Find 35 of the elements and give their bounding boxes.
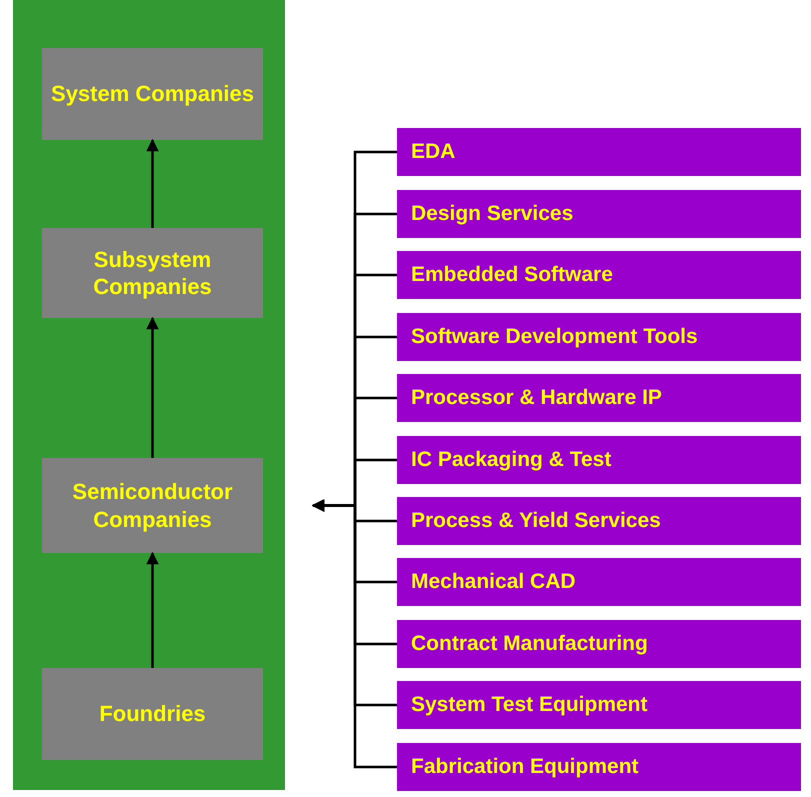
supplier-label: System Test Equipment: [411, 692, 648, 718]
supplier-box: [397, 558, 801, 606]
supplier-label: Process & Yield Services: [411, 508, 661, 534]
supplier-box: [397, 681, 801, 729]
supplier-label: Design Services: [411, 200, 574, 227]
company-label: System Companies: [51, 80, 254, 108]
supplier-box: [397, 190, 801, 238]
supplier-box: [397, 620, 801, 668]
supplier-box: [397, 743, 801, 791]
arrow: [312, 499, 397, 768]
supplier-box: [397, 313, 801, 361]
supplier-label: Embedded Software: [411, 262, 613, 288]
supplier-box: [397, 251, 801, 299]
company-label: Subsystem Companies: [92, 246, 213, 300]
supplier-box: [397, 128, 801, 176]
supplier-box: [397, 436, 801, 484]
supplier-label: Contract Manufacturing: [411, 630, 648, 657]
supplier-box: [397, 497, 801, 545]
supplier-label: IC Packaging & Test: [411, 446, 612, 473]
supplier-label: EDA: [411, 138, 456, 165]
company-box: [42, 228, 263, 318]
supplier-label: Fabrication Equipment: [411, 754, 639, 780]
company-label: Foundries: [99, 700, 206, 728]
arrow: [146, 138, 159, 228]
supplier-label: Mechanical CAD: [411, 568, 576, 595]
company-label: Semiconductor Companies: [71, 478, 234, 533]
panel-background: [13, 0, 285, 790]
company-box: [42, 48, 263, 140]
company-box: [42, 458, 263, 553]
company-box: [42, 668, 263, 760]
arrow: [146, 316, 159, 458]
supplier-label: Software Development Tools: [411, 324, 698, 350]
arrow: [146, 552, 159, 668]
supplier-box: [397, 374, 801, 422]
supplier-label: Processor & Hardware IP: [411, 384, 662, 411]
